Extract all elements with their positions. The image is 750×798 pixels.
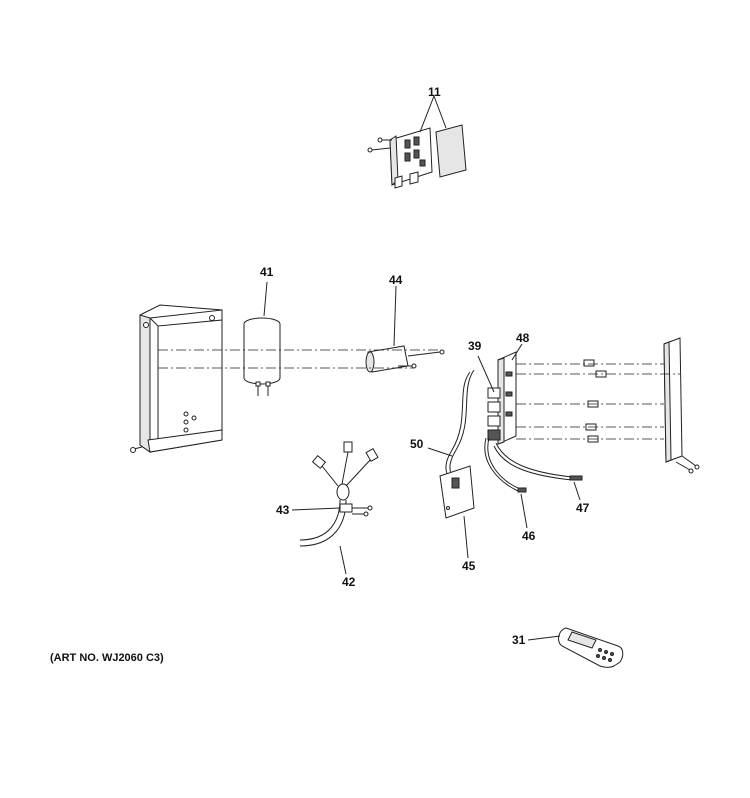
callout-11: 11 [428, 85, 441, 99]
callout-44: 44 [389, 273, 403, 287]
control-box-housing[interactable] [130, 304, 223, 453]
part-50-harness[interactable] [445, 369, 475, 477]
callout-45: 45 [462, 559, 476, 573]
part-46-sensor[interactable] [484, 437, 527, 493]
callout-46: 46 [522, 529, 536, 543]
callout-43: 43 [276, 503, 290, 517]
part-47-sensor[interactable] [493, 442, 583, 481]
part-42-power-cord[interactable] [299, 441, 379, 547]
callout-41: 41 [260, 265, 274, 279]
callout-50: 50 [410, 437, 424, 451]
callout-47: 47 [576, 501, 590, 515]
part-39-relay[interactable] [487, 387, 501, 441]
part-48-main-board[interactable] [497, 351, 517, 445]
callout-42: 42 [342, 575, 356, 589]
board-mounting-bracket[interactable] [663, 337, 700, 474]
part-44-capacitor-strap[interactable] [365, 345, 445, 373]
part-11-control-bracket[interactable] [367, 127, 433, 189]
art-number: (ART NO. WJ2060 C3) [50, 652, 164, 664]
board-standoffs[interactable] [583, 359, 607, 443]
part-11-cover-plate[interactable] [435, 124, 467, 178]
part-31-remote-control[interactable] [558, 627, 624, 668]
part-41-capacitor[interactable] [243, 317, 281, 396]
part-45-display-board[interactable] [439, 465, 475, 519]
callout-39: 39 [468, 339, 482, 353]
callout-31: 31 [512, 633, 526, 647]
callout-48: 48 [516, 331, 530, 345]
